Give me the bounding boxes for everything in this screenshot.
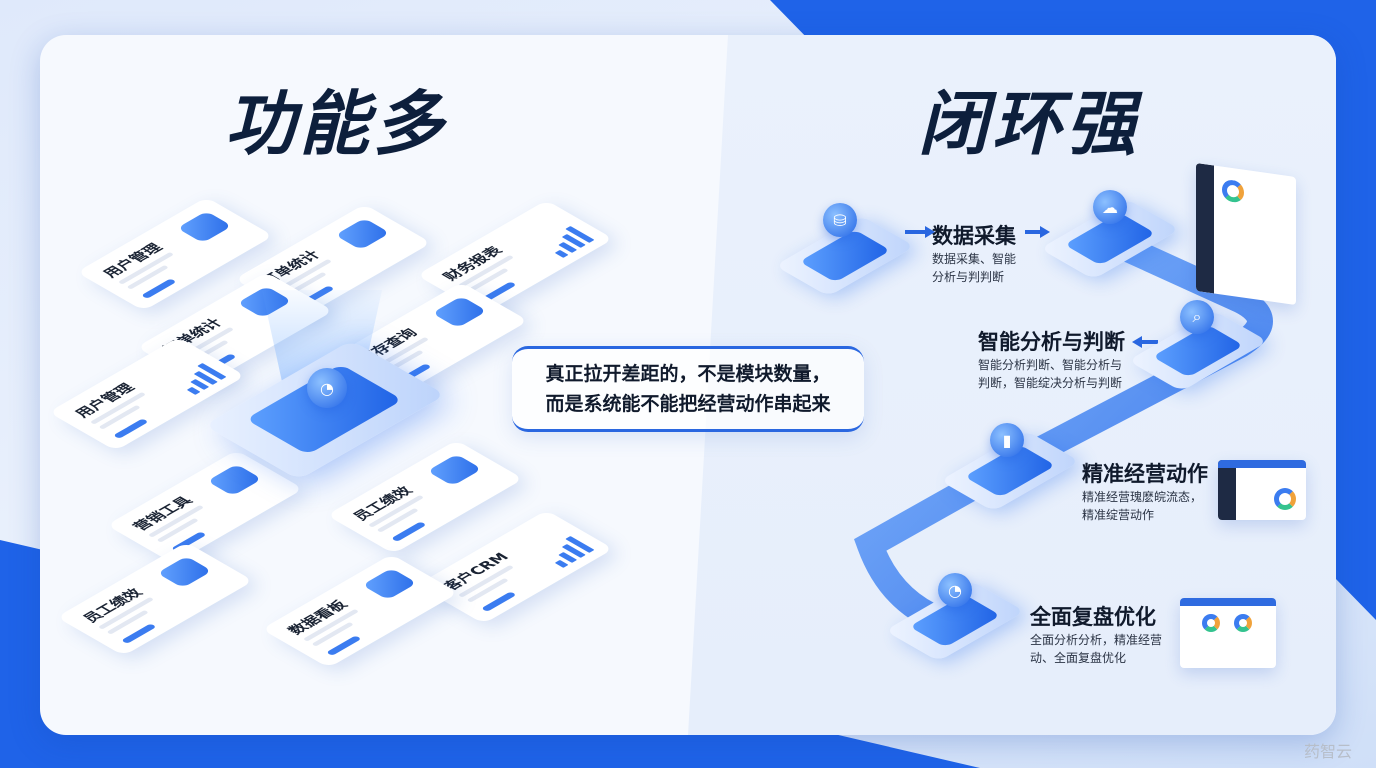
- callout-line-1: 真正拉开差距的，不是模块数量，: [545, 363, 831, 385]
- step-title: 数据采集: [932, 224, 1016, 248]
- step-description: 精准经营瑰麽皖流态，: [1082, 490, 1203, 504]
- pie-chart-icon: ◔: [938, 573, 972, 607]
- step-description: 智能分析判断、智能分析与: [978, 358, 1123, 372]
- dashboard-preview-1: [1196, 162, 1296, 306]
- callout-box: 真正拉开差距的，不是模块数量， 而是系统能不能把经营动作串起来: [512, 346, 864, 432]
- database-icon: ⛁: [823, 203, 857, 237]
- step-description: 分析与判判断: [932, 270, 1005, 284]
- step-description: 动、全面复盘优化: [1030, 651, 1127, 665]
- step-title: 全面复盘优化: [1030, 605, 1156, 629]
- arrow-head: [925, 226, 935, 238]
- step-description: 全面分析分析，精准经营: [1030, 633, 1163, 647]
- step-description: 数据采集、智能: [932, 252, 1017, 266]
- step-title: 精准经营动作: [1082, 462, 1208, 486]
- step-description: 精准绽营动作: [1082, 508, 1155, 522]
- pie-chart-icon: ◔: [307, 368, 347, 408]
- magnifier-icon: ⌕: [1180, 300, 1214, 334]
- dashboard-preview-2: [1218, 460, 1306, 520]
- cloud-upload-icon: ☁: [1093, 190, 1127, 224]
- step-description: 判断，智能绽决分析与判断: [978, 376, 1123, 390]
- right-title: 闭环强: [918, 83, 1140, 165]
- dashboard-preview-3: [1180, 598, 1276, 668]
- bar-chart-icon: ▮: [990, 423, 1024, 457]
- step-title: 智能分析与判断: [978, 330, 1125, 354]
- watermark: 药智云: [1303, 742, 1352, 761]
- left-title: 功能多: [225, 83, 447, 165]
- callout-line-2: 而是系统能不能把经营动作串起来: [545, 393, 831, 415]
